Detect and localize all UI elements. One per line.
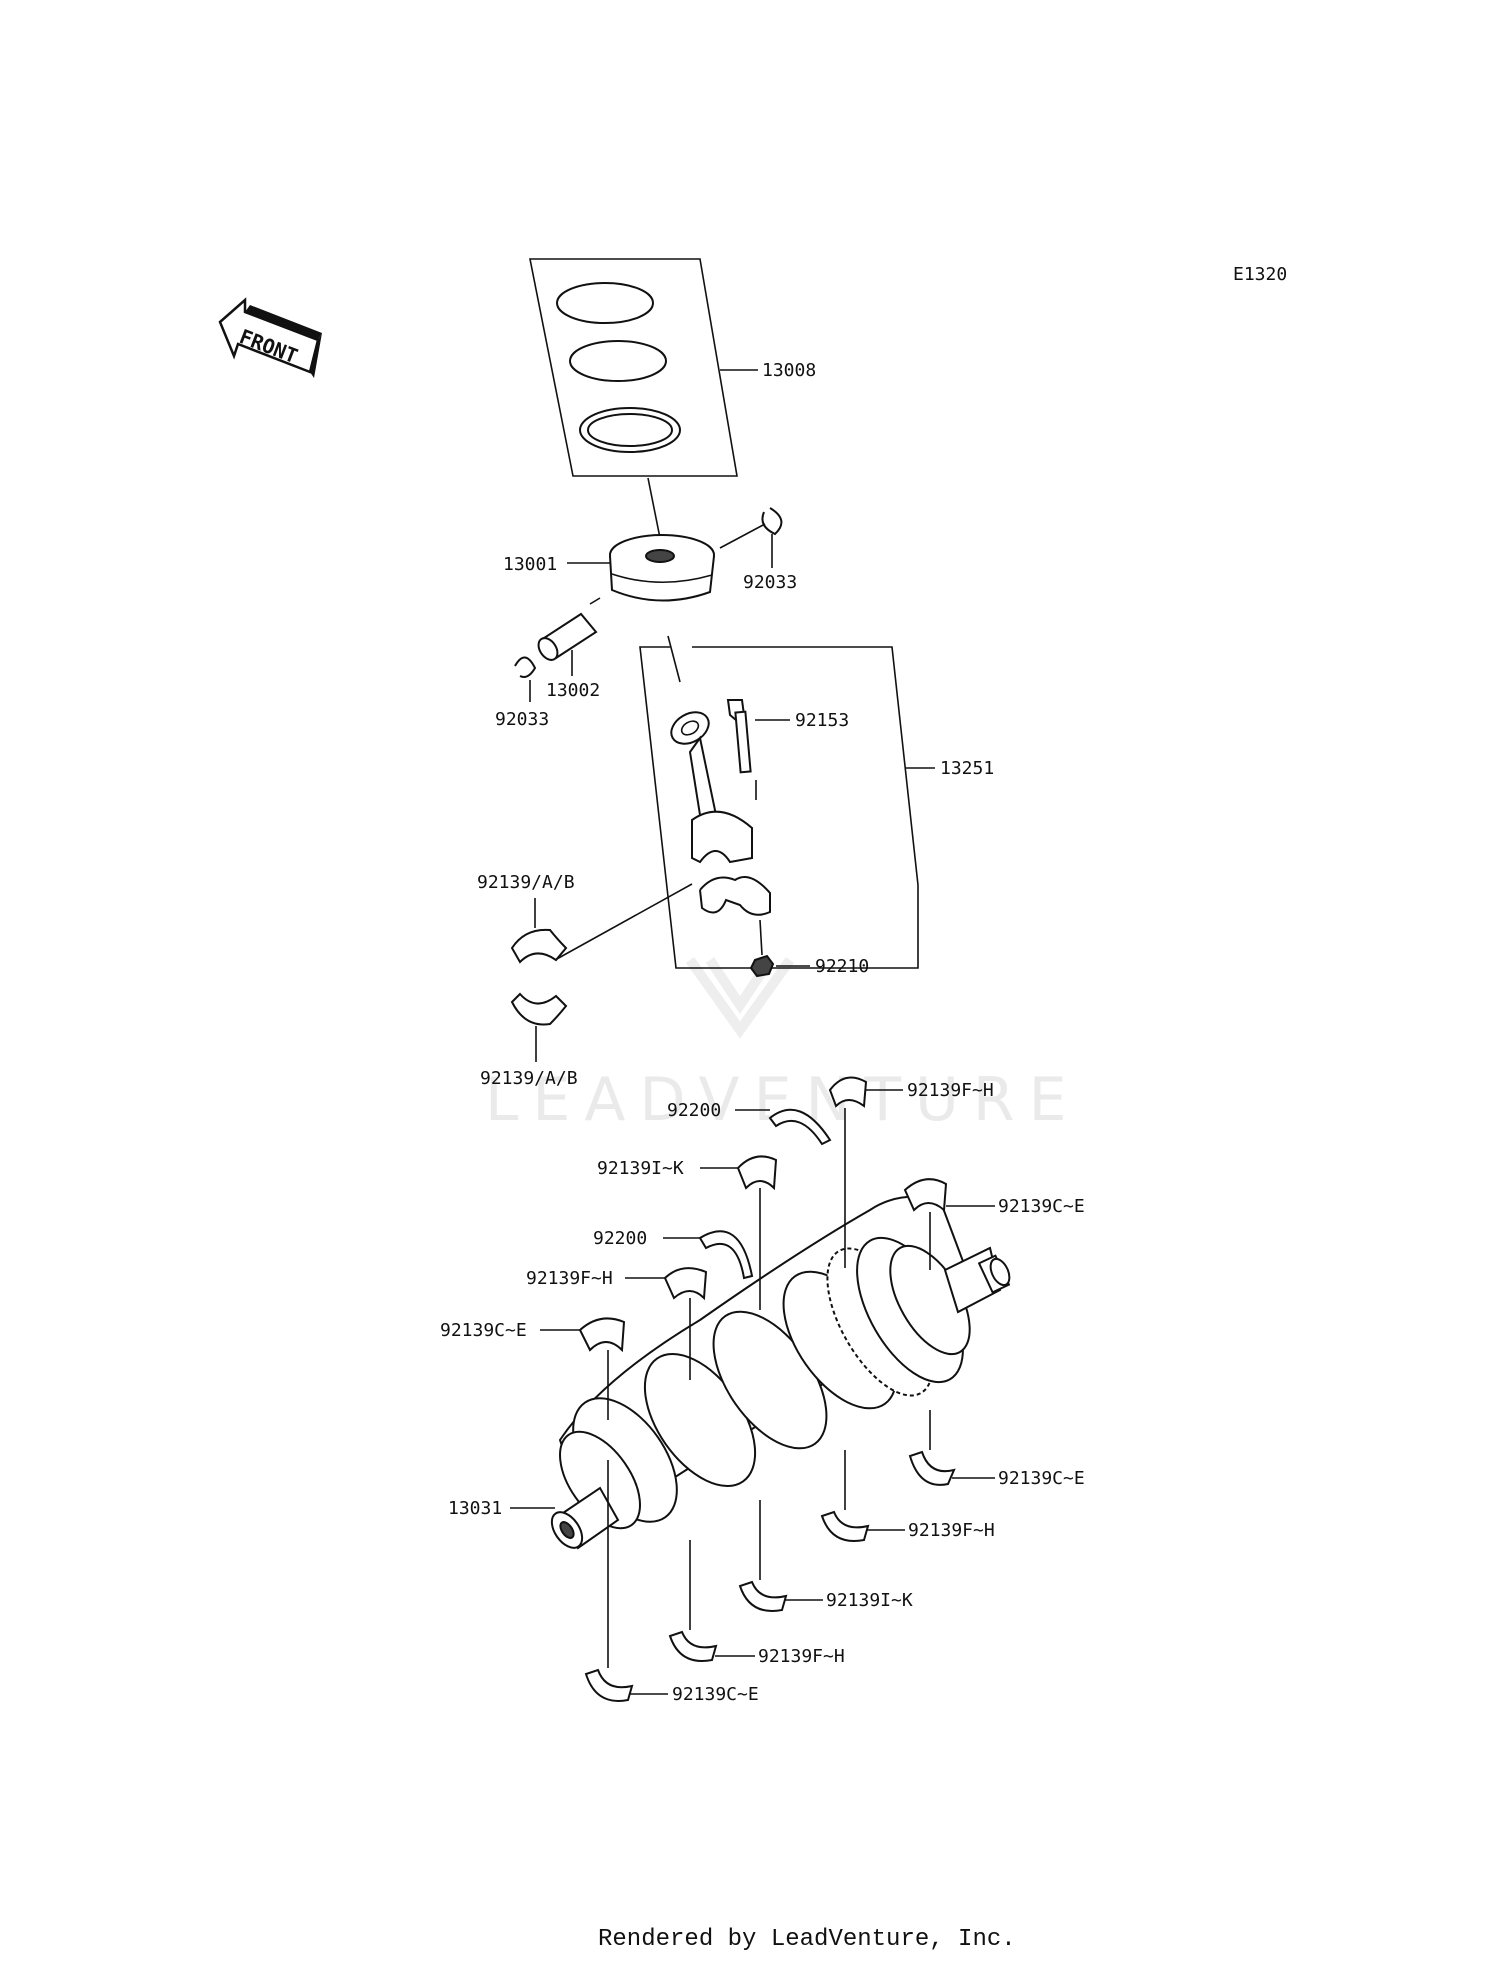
crankshaft: 13031 <box>448 1195 1011 1550</box>
piston: 13001 <box>503 477 715 602</box>
watermark: LEADVENTURE <box>485 957 1067 1135</box>
label-92139ce-right-lower: 92139C~E <box>998 1468 1085 1489</box>
footer-credit: Rendered by LeadVenture, Inc. <box>598 1926 1016 1953</box>
label-13008: 13008 <box>762 360 816 381</box>
diagram-code: E1320 <box>1233 264 1287 285</box>
label-92139ab-bottom: 92139/A/B <box>480 1068 578 1089</box>
label-92139ab-top: 92139/A/B <box>477 872 575 893</box>
label-92139ce-right-upper: 92139C~E <box>998 1196 1085 1217</box>
front-arrow-icon: FRONT <box>218 297 322 378</box>
label-92139fh-bottom: 92139F~H <box>758 1646 845 1667</box>
label-92200-lower: 92200 <box>593 1228 647 1249</box>
label-92139ik-lower: 92139I~K <box>826 1590 913 1611</box>
label-92033-left: 92033 <box>495 709 549 730</box>
label-92139fh-left: 92139F~H <box>526 1268 613 1289</box>
circlip-right: 92033 <box>719 507 797 593</box>
label-92139fh-right: 92139F~H <box>908 1520 995 1541</box>
label-92033-right: 92033 <box>743 572 797 593</box>
label-92139fh-top: 92139F~H <box>907 1080 994 1101</box>
label-92139ik-upper: 92139I~K <box>597 1158 684 1179</box>
upper-bearings: 92139F~H 92200 92139I~K 92139C~E 92200 9… <box>440 1076 1085 1420</box>
label-92153: 92153 <box>795 710 849 731</box>
label-92139ce-left: 92139C~E <box>440 1320 527 1341</box>
circlip-left: 92033 <box>495 656 549 730</box>
piston-pin: 13002 <box>537 597 601 701</box>
big-end-bearings: 92139/A/B 92139/A/B <box>477 872 693 1089</box>
lower-bearings: 92139C~E 92139F~H 92139I~K 92139F~H 9213… <box>584 1410 1085 1705</box>
connecting-rod-assembly: 13251 92153 92210 <box>639 635 994 978</box>
label-13251: 13251 <box>940 758 994 779</box>
piston-ring-set: 13008 <box>529 258 816 477</box>
label-13031: 13031 <box>448 1498 502 1519</box>
label-92200-upper: 92200 <box>667 1100 721 1121</box>
label-13001: 13001 <box>503 554 557 575</box>
label-92139ce-bottom: 92139C~E <box>672 1684 759 1705</box>
label-92210: 92210 <box>815 956 869 977</box>
label-13002: 13002 <box>546 680 600 701</box>
